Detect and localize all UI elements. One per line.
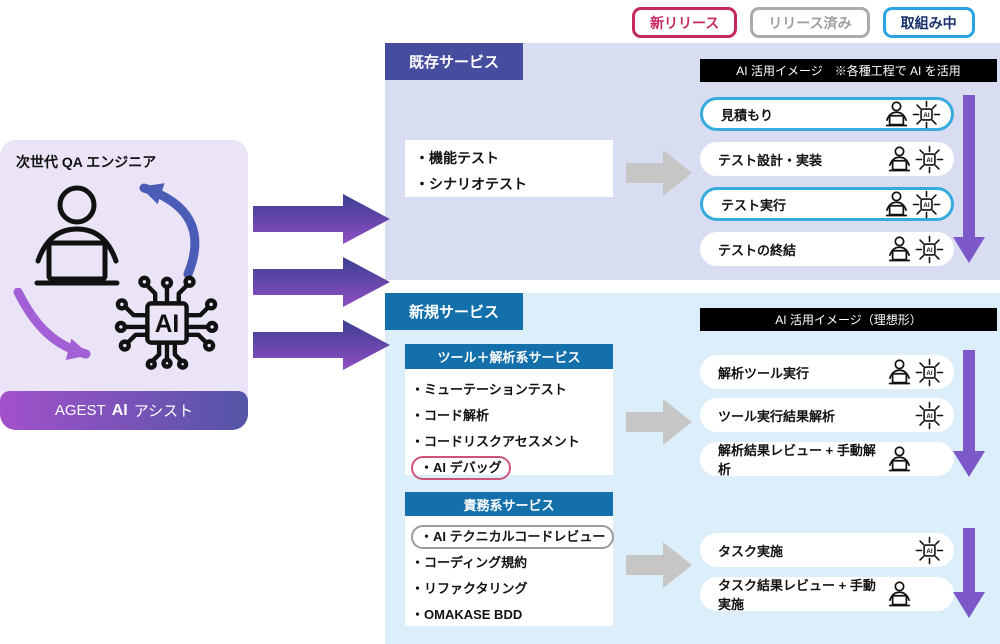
list-item: ・コード解析	[411, 408, 490, 423]
person-at-laptop-icon	[881, 190, 911, 218]
footer-ai: AI	[111, 401, 128, 419]
legend-new-release: 新リリース	[632, 7, 738, 38]
card-title: 次世代 QA エンジニア	[16, 154, 157, 170]
flow-step-task-review: タスク結果レビュー + 手動実施 AI	[700, 577, 954, 612]
person-at-laptop-icon	[881, 100, 911, 128]
person-at-laptop-icon	[884, 235, 914, 263]
flow-step-label: テスト設計・実装	[718, 152, 823, 168]
ai-sparkle-icon: AI	[914, 145, 944, 174]
curved-arrow-down-icon	[13, 288, 91, 360]
footer-assist: アシスト	[133, 403, 194, 420]
person-at-laptop-icon	[884, 145, 914, 173]
flow-step-analysis-tool-run: 解析ツール実行 AI	[700, 355, 954, 389]
group1-header: ツール＋解析系サービス	[405, 344, 613, 369]
list-item: ・リファクタリング	[411, 581, 528, 596]
list-item: ・OMAKASE BDD	[411, 607, 523, 622]
flow-step-estimate: 見積もり AI	[700, 97, 954, 131]
qa-engineer-person-icon	[34, 185, 120, 286]
group1-service-box: ・ミューテーションテスト ・コード解析 ・コードリスクアセスメント ・AI デバ…	[405, 369, 613, 480]
flow-step-label: 解析ツール実行	[718, 365, 810, 381]
flow-step-label: 見積もり	[721, 107, 774, 123]
legend: 新リリース リリース済み 取組み中	[632, 7, 975, 38]
svg-text:AI: AI	[926, 370, 932, 377]
list-item-new-release: ・AI デバッグ	[411, 455, 607, 481]
gray-arrow-right-3	[626, 542, 692, 588]
group2-service-box: ・AI テクニカルコードレビュー ・コーディング規約 ・リファクタリング ・OM…	[405, 516, 615, 626]
person-at-laptop-icon	[884, 358, 914, 386]
ai-sparkle-icon: AI	[911, 190, 941, 219]
new-services-header: 新規サービス	[385, 293, 523, 330]
flow-step-tool-result-analysis: ツール実行結果解析 AI	[700, 398, 954, 432]
svg-text:AI: AI	[926, 548, 932, 555]
svg-text:AI: AI	[923, 202, 929, 209]
existing-service-box: ・機能テスト ・シナリオテスト	[405, 140, 613, 197]
flow-step-test-closure: テストの終結 AI	[700, 232, 954, 266]
ai-sparkle-icon: AI	[914, 358, 944, 387]
list-item: ・ミューテーションテスト	[411, 382, 567, 397]
flow-step-label: タスク結果レビュー + 手動実施	[718, 578, 876, 612]
ai-chip-label: AI	[155, 311, 180, 338]
flow-step-test-run: テスト実行 AI	[700, 187, 954, 221]
qa-engineer-card: 次世代 QA エンジニア	[0, 140, 248, 430]
footer-agest: AGEST	[54, 402, 106, 419]
ai-sparkle-icon: AI	[911, 100, 941, 129]
flow-step-label: 解析結果レビュー + 手動解析	[718, 443, 876, 477]
list-item-released: ・AI テクニカルコードレビュー	[411, 524, 615, 550]
gray-arrow-right-1	[626, 150, 692, 196]
down-arrow-group2	[953, 528, 985, 618]
card-footer: AGEST AI アシスト	[0, 391, 248, 430]
legend-in-progress: 取組み中	[882, 7, 975, 38]
flow-step-label: テストの終結	[718, 242, 797, 258]
ai-chip-icon: AI	[114, 275, 219, 370]
flow-step-task-execution: タスク実施 AI	[700, 533, 954, 567]
flow-step-label: タスク実施	[718, 543, 784, 559]
group2-header: 責務系サービス	[405, 492, 613, 517]
existing-ai-usage-header: AI 活用イメージ ※各種工程で AI を活用	[700, 59, 997, 82]
ai-sparkle-icon: AI	[914, 235, 944, 264]
svg-text:AI: AI	[926, 247, 932, 254]
list-item: ・コーディング規約	[411, 555, 528, 570]
new-ai-usage-header: AI 活用イメージ（理想形）	[700, 308, 997, 331]
person-at-laptop-icon	[884, 580, 914, 608]
flow-arrow-right-3	[253, 320, 390, 370]
flow-step-test-design: テスト設計・実装 AI	[700, 142, 954, 176]
flow-step-analysis-review: 解析結果レビュー + 手動解析 AI	[700, 442, 954, 477]
list-item: ・コードリスクアセスメント	[411, 434, 580, 449]
ai-sparkle-icon: AI	[914, 401, 944, 430]
person-at-laptop-icon	[884, 445, 914, 473]
ai-sparkle-icon: AI	[914, 536, 944, 565]
legend-released: リリース済み	[750, 7, 870, 38]
flow-arrow-right-2	[253, 257, 390, 307]
list-item: ・シナリオテスト	[415, 176, 527, 192]
list-item: ・機能テスト	[415, 150, 499, 166]
existing-services-header: 既存サービス	[385, 43, 523, 80]
gray-arrow-right-2	[626, 399, 692, 445]
down-arrow-existing	[953, 95, 985, 263]
flow-step-label: テスト実行	[721, 197, 787, 213]
flow-step-label: ツール実行結果解析	[718, 408, 836, 424]
svg-text:AI: AI	[923, 112, 929, 119]
down-arrow-group1	[953, 350, 985, 477]
curved-arrow-up-icon	[139, 183, 200, 278]
svg-text:AI: AI	[926, 413, 932, 420]
svg-text:AI: AI	[926, 157, 932, 164]
flow-arrow-right-1	[253, 194, 390, 244]
